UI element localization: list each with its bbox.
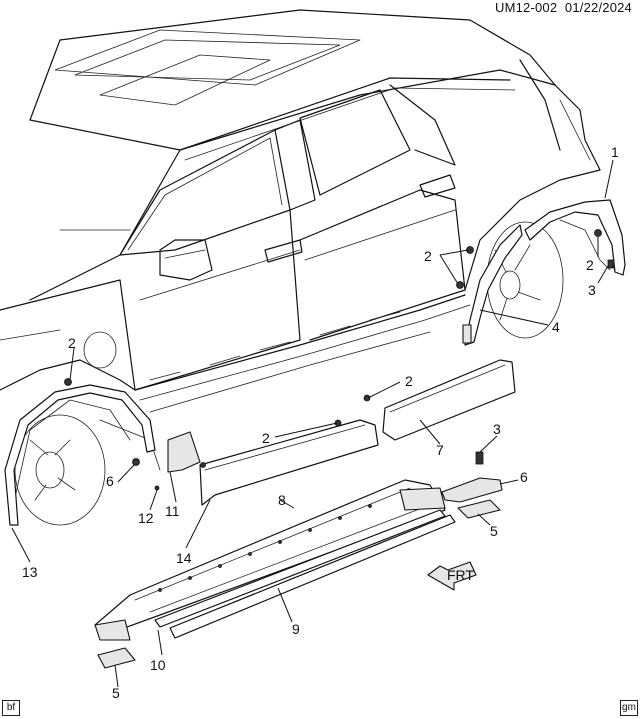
part-rocker-seal-strip [169, 514, 456, 639]
callout-5-rear: 5 [490, 523, 498, 539]
fasteners [64, 229, 615, 491]
corner-tag-left: bf [2, 700, 20, 716]
part-rear-wheel-flare [524, 199, 626, 276]
part-rear-door-molding [382, 359, 516, 441]
callout-11: 11 [165, 503, 180, 519]
callout-2-front: 2 [68, 335, 76, 351]
forward-arrow: FRT [427, 561, 477, 591]
callout-8: 8 [278, 492, 286, 508]
part-rocker-end-bracket [94, 619, 131, 641]
callout-2-front-door: 2 [262, 430, 270, 446]
part-rocker-rear-bracket [399, 487, 446, 511]
callout-3-rocker: 3 [493, 421, 501, 437]
callout-7: 7 [436, 442, 444, 458]
part-flare-bracket [462, 324, 472, 344]
part-rear-flare-front-section [464, 224, 523, 346]
callout-10: 10 [150, 657, 166, 673]
corner-tag-right: gm [620, 700, 638, 716]
callout-5-front: 5 [112, 685, 120, 701]
callout-6-front: 6 [106, 473, 114, 489]
leader-lines [11, 159, 614, 688]
callout-9: 9 [292, 621, 300, 637]
part-rear-bracket [441, 477, 503, 503]
callout-labels: 1 2 2 3 2 4 2 2 3 6 5 7 8 9 10 5 14 12 1… [22, 144, 619, 701]
vehicle-body [0, 9, 611, 526]
part-end-pad-rear [457, 499, 501, 519]
diagram-date: 01/22/2024 [564, 0, 632, 15]
callout-2-rear-door: 2 [405, 373, 413, 389]
callout-12: 12 [138, 510, 154, 526]
callout-2-rear-upper: 2 [424, 248, 432, 264]
callout-6-rear: 6 [520, 469, 528, 485]
part-front-door-molding [199, 419, 379, 506]
diagram-code: UM12-002 [495, 0, 558, 15]
part-front-fender-molding [167, 431, 201, 473]
callout-1: 1 [611, 144, 619, 160]
callout-4: 4 [552, 319, 560, 335]
diagram-header: UM12-002 01/22/2024 [495, 0, 632, 15]
forward-arrow-label: FRT [447, 567, 474, 583]
part-rocker-panel-molding [94, 479, 446, 636]
callout-14: 14 [176, 550, 192, 566]
callout-3-rear-flare: 3 [588, 282, 596, 298]
part-end-pad-front [97, 647, 136, 669]
part-front-wheel-flare [4, 384, 156, 526]
part-lower-strip [154, 509, 446, 628]
callout-2-rear-flare: 2 [586, 257, 594, 273]
callout-13: 13 [22, 564, 38, 580]
rocker-clips [158, 504, 372, 592]
